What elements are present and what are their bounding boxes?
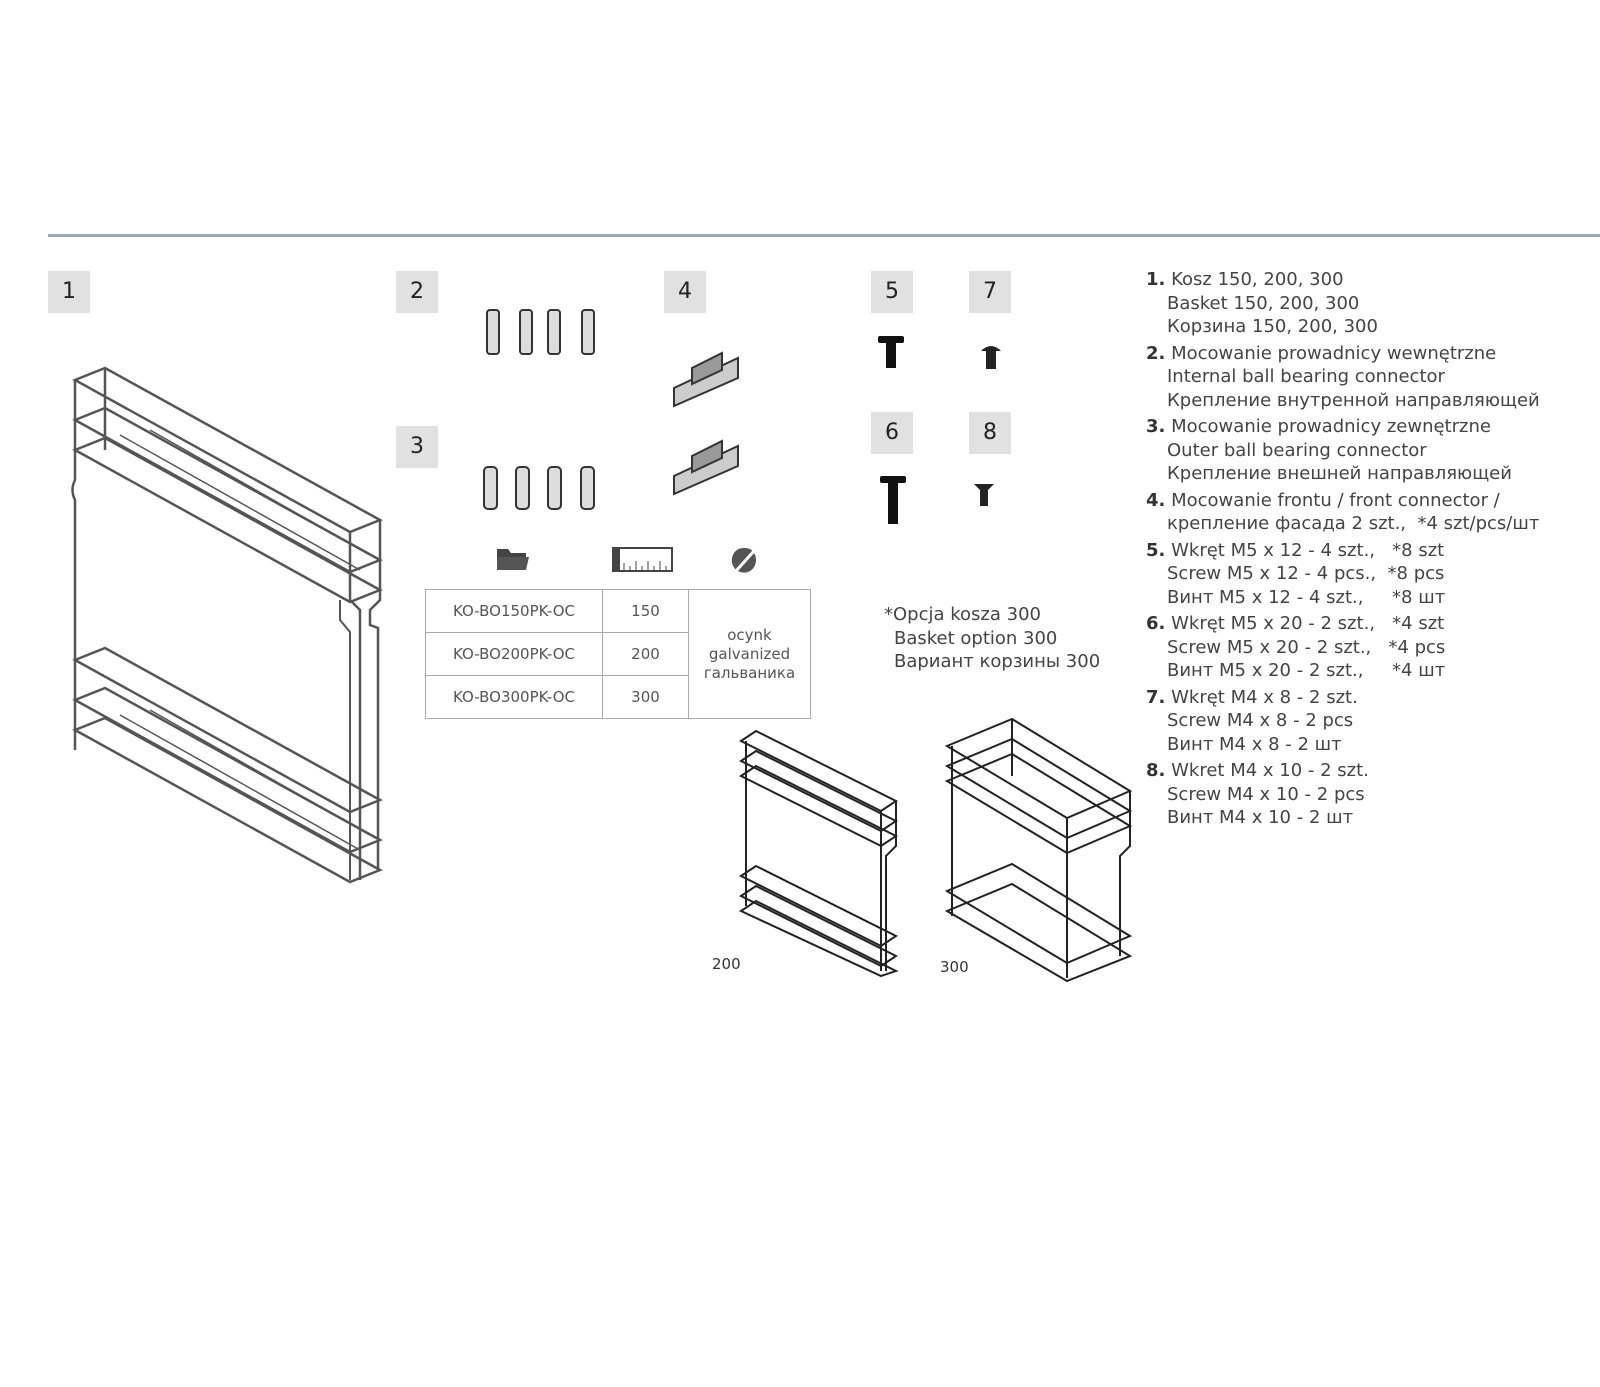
product-code: KO-BO300PK-OC [425, 675, 603, 719]
finish-en: galvanized [708, 644, 791, 663]
part-line: 5. Wkręt M5 x 12 - 4 szt., *8 szt [1146, 539, 1540, 563]
internal-connector-icons [486, 309, 595, 355]
table-row: KO-BO300PK-OC 300 [425, 675, 811, 719]
part-line: Internal ball bearing connector [1167, 366, 1445, 387]
part-number: 8. [1146, 760, 1166, 781]
basket-200-caption: 200 [712, 955, 741, 973]
screw-m4x8-icon [981, 346, 1001, 369]
part-text: Wkręt M5 x 20 - 2 szt., *4 szt [1171, 613, 1445, 634]
basket-300-caption: 300 [940, 958, 969, 976]
part-line: Screw M5 x 12 - 4 pcs., *8 pcs [1167, 563, 1445, 584]
part-text: Kosz 150, 200, 300 [1171, 269, 1344, 290]
finish-cell: ocynk galvanized гальваника [688, 589, 811, 719]
basket-200-illustration [738, 729, 899, 978]
badge-8: 8 [969, 412, 1011, 454]
part-line: Винт M5 x 20 - 2 szt., *4 шт [1167, 660, 1446, 681]
part-line: 3. Mocowanie prowadnicy zewnętrzne [1146, 415, 1540, 439]
basket-300-illustration [944, 717, 1133, 983]
part-number: 6. [1146, 613, 1166, 634]
part-line: Корзина 150, 200, 300 [1167, 316, 1378, 337]
part-number: 5. [1146, 539, 1166, 561]
note-line: Вариант корзины 300 [894, 651, 1101, 672]
divider [48, 234, 1600, 237]
part-line: Screw M5 x 20 - 2 szt., *4 pcs [1167, 636, 1446, 658]
parts-list-item: 8. Wkret M4 x 10 - 2 szt.Screw M4 x 10 -… [1146, 759, 1540, 830]
part-number: 2. [1146, 342, 1166, 364]
finish-ru: гальваника [703, 663, 796, 682]
part-line: Basket 150, 200, 300 [1167, 292, 1360, 314]
part-line: Винт M4 x 10 - 2 шт [1167, 807, 1354, 828]
part-number: 7. [1146, 686, 1166, 708]
finish-pl: ocynk [727, 625, 772, 644]
basket-illustration [71, 366, 383, 884]
badge-4: 4 [664, 271, 706, 313]
part-text: Mocowanie frontu / front connector / [1171, 489, 1500, 511]
part-number: 4. [1146, 489, 1166, 511]
folder-icon [497, 549, 529, 570]
product-code: KO-BO150PK-OC [425, 589, 603, 633]
badge-7: 7 [969, 271, 1011, 313]
table-row: KO-BO200PK-OC 200 [425, 632, 811, 676]
part-line: крепление фасада 2 szt., *4 szt/pcs/шт [1167, 513, 1540, 534]
part-line: Screw M4 x 8 - 2 pcs [1167, 710, 1354, 731]
part-line: Outer ball bearing connector [1167, 439, 1427, 461]
product-size: 200 [602, 632, 689, 676]
table-row: KO-BO150PK-OC 150 ocynk galvanized гальв… [425, 589, 811, 719]
part-line: Крепление внутренной направляющей [1167, 389, 1540, 411]
part-line: Винт M5 x 12 - 4 szt., *8 шт [1167, 586, 1446, 608]
part-line: 1. Kosz 150, 200, 300 [1146, 268, 1540, 292]
screw-m4x10-icon [974, 484, 994, 506]
part-line: 8. Wkret M4 x 10 - 2 szt. [1146, 759, 1540, 783]
part-text: Wkręt M4 x 8 - 2 szt. [1171, 686, 1358, 708]
part-text: Mocowanie prowadnicy zewnętrzne [1171, 416, 1491, 437]
badge-3: 3 [396, 426, 438, 468]
part-line: Screw M4 x 10 - 2 pcs [1167, 783, 1365, 805]
product-size: 150 [602, 589, 689, 633]
product-size: 300 [602, 675, 689, 719]
part-number: 3. [1146, 416, 1166, 437]
outer-connector-icons [483, 466, 595, 510]
front-connector-icons [673, 351, 739, 496]
product-code: KO-BO200PK-OC [425, 632, 603, 676]
part-line: Винт M4 x 8 - 2 шт [1167, 733, 1342, 755]
badge-1: 1 [48, 271, 90, 313]
part-text: Mocowanie prowadnicy wewnętrzne [1171, 342, 1497, 364]
part-line: 6. Wkręt M5 x 20 - 2 szt., *4 szt [1146, 612, 1540, 636]
part-line: Крепление внешней направляющей [1167, 463, 1512, 484]
part-text: Wkręt M5 x 12 - 4 szt., *8 szt [1171, 539, 1445, 561]
badge-5: 5 [871, 271, 913, 313]
parts-list-item: 4. Mocowanie frontu / front connector /к… [1146, 489, 1540, 536]
part-line: 7. Wkręt M4 x 8 - 2 szt. [1146, 686, 1540, 710]
product-table: KO-BO150PK-OC 150 ocynk galvanized гальв… [425, 589, 811, 719]
part-line: 4. Mocowanie frontu / front connector / [1146, 489, 1540, 513]
screw-m5x12-icon [878, 336, 904, 368]
part-text: Wkret M4 x 10 - 2 szt. [1171, 760, 1369, 781]
screw-m5x20-icon [880, 476, 906, 524]
part-number: 1. [1146, 269, 1166, 290]
ruler-icon [612, 547, 673, 572]
note-line: *Opcja kosza 300 [884, 604, 1041, 625]
badge-6: 6 [871, 412, 913, 454]
part-line: 2. Mocowanie prowadnicy wewnętrzne [1146, 342, 1540, 366]
note-line: Basket option 300 [894, 627, 1058, 649]
badge-2: 2 [396, 271, 438, 313]
parts-list-item: 7. Wkręt M4 x 8 - 2 szt.Screw M4 x 8 - 2… [1146, 686, 1540, 757]
palette-icon [731, 548, 756, 573]
